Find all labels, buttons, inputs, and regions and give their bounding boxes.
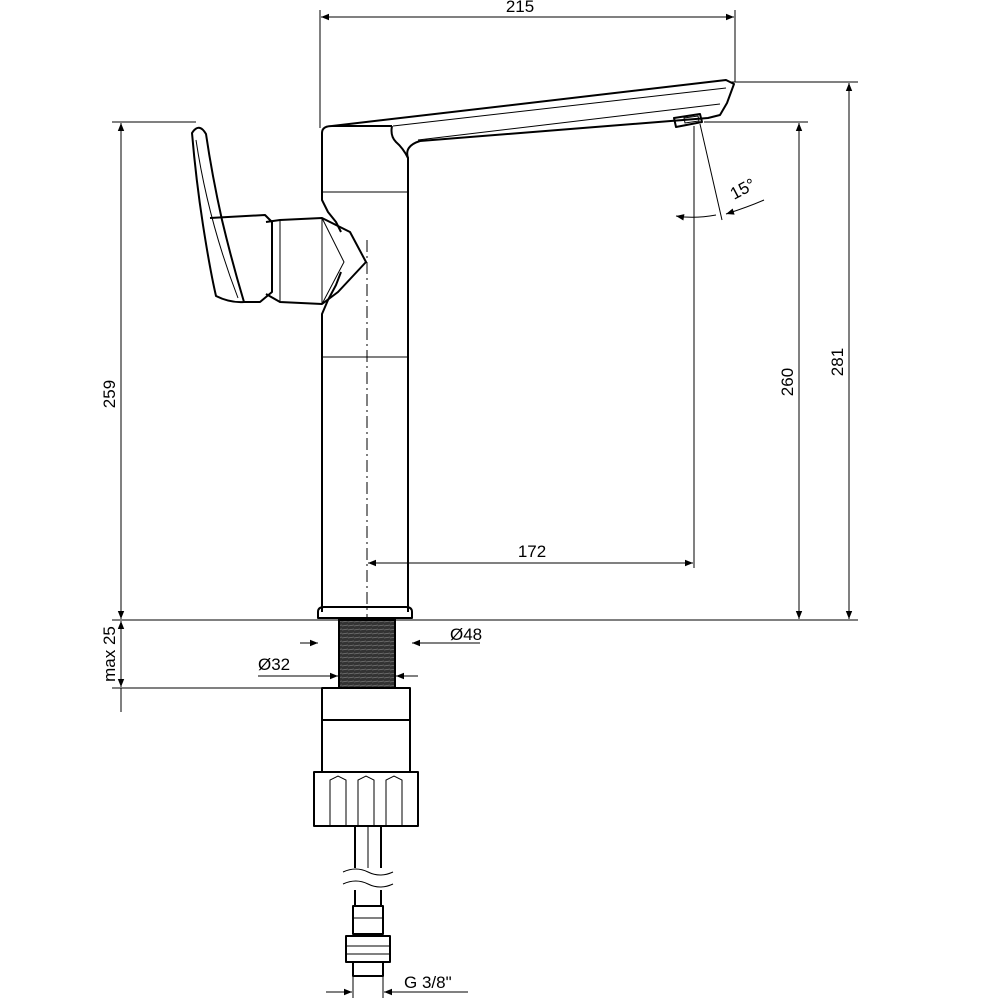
label-overall-length: 215: [506, 0, 534, 16]
angle-arc: [675, 214, 717, 221]
cartridge-cone: [321, 217, 345, 305]
spout: [331, 79, 735, 159]
threaded-rod: [338, 619, 396, 689]
body-column-right: [390, 125, 409, 612]
handle-blade: [191, 126, 245, 304]
hex-fitting: [345, 935, 391, 963]
nut-sides: [321, 720, 411, 772]
end-connector: [352, 961, 384, 977]
label-body-height: 259: [100, 380, 119, 408]
aerator: [673, 113, 703, 128]
dimension-lines: [112, 10, 858, 998]
hose-lower: [354, 890, 382, 906]
label-base-diameter: Ø48: [450, 625, 482, 644]
faucet-outline: [317, 79, 735, 619]
spout-inner-line-2: [417, 103, 721, 141]
label-reach: 172: [518, 542, 546, 561]
break-line-2: [342, 880, 394, 888]
nut-collar: [321, 687, 411, 721]
label-connection-thread: G 3/8": [404, 973, 452, 992]
hex-facets: [346, 945, 390, 955]
hose-fitting: [352, 905, 384, 935]
nut-body: [313, 771, 419, 827]
supply-hose: [342, 826, 394, 977]
lever-handle: [191, 126, 367, 305]
handle-blade-edge: [195, 139, 239, 299]
aerator-inner: [683, 115, 700, 124]
label-thread-diameter: Ø32: [258, 655, 290, 674]
label-max-countertop: max 25: [100, 626, 119, 682]
spout-inner-line: [392, 87, 727, 127]
handle-hub: [209, 214, 273, 303]
body-column: [321, 125, 392, 612]
mounting-nut: [313, 687, 419, 827]
label-total-height: 281: [828, 348, 847, 376]
angle-ref-line: [699, 123, 723, 221]
nut-grip-ribs: [329, 775, 403, 826]
angle-arc: [725, 199, 765, 215]
label-spout-height: 260: [778, 368, 797, 396]
cartridge-housing: [265, 217, 367, 305]
break-line: [342, 868, 394, 876]
hose-walls: [354, 826, 382, 868]
label-spout-angle: 15°: [727, 175, 759, 204]
base-flange: [317, 606, 413, 619]
